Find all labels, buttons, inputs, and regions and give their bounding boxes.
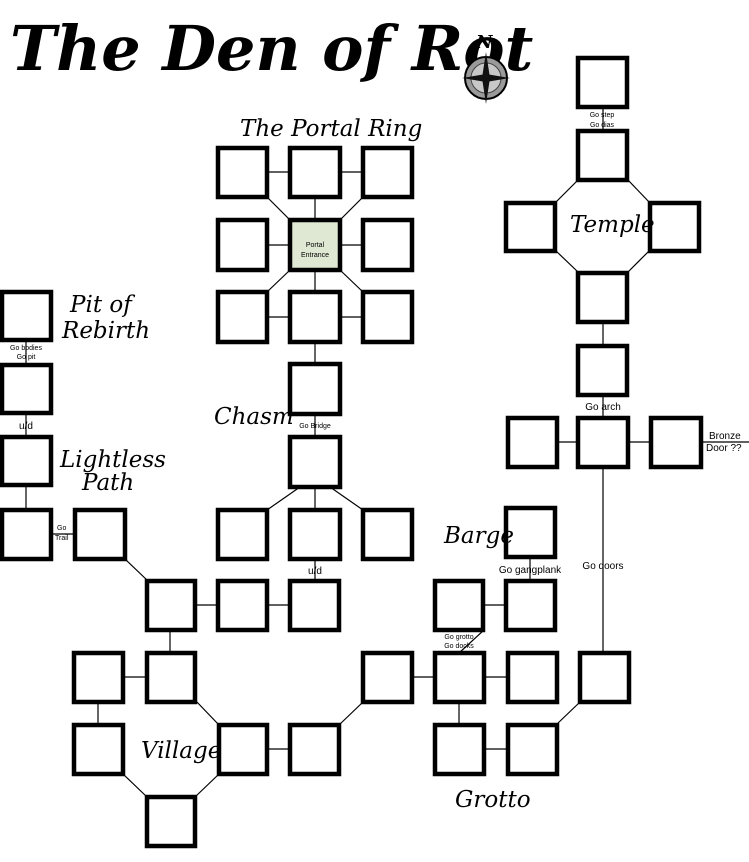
room: [215, 217, 270, 273]
exit-go-step: Go step: [590, 112, 615, 119]
area-label-village: Village: [141, 738, 221, 764]
room: [215, 289, 270, 345]
room: [647, 200, 702, 254]
room: [215, 507, 270, 562]
area-label-grotto: Grotto: [455, 787, 531, 813]
compass-north-label: N: [475, 32, 494, 53]
exit-go-trail-line1: Go: [57, 525, 66, 532]
room: [575, 128, 630, 183]
room: [287, 722, 342, 777]
room: [577, 650, 632, 705]
exit-go-docks: Go docks: [444, 643, 474, 650]
room: [0, 434, 54, 488]
room: [144, 794, 198, 849]
area-label-barge: Barge: [443, 523, 514, 549]
room: [215, 578, 270, 633]
room: [575, 415, 631, 470]
connections: [25, 108, 749, 798]
compass-rose-icon: N: [462, 32, 510, 104]
room: [0, 507, 54, 562]
room: [505, 722, 560, 777]
room: [575, 55, 630, 110]
exit-bronze-door-line1: Bronze: [709, 431, 741, 442]
room: [71, 650, 126, 705]
room: [216, 722, 270, 777]
room: [287, 578, 342, 633]
exit-bronze-door-line2: Door ??: [706, 443, 742, 454]
exit-go-grotto: Go grotto: [444, 634, 473, 641]
room: [287, 289, 343, 345]
room: [648, 415, 704, 470]
exit-ud-pit: u/d: [19, 421, 33, 432]
map-title: The Den of Rot: [10, 12, 534, 85]
area-label-lightless-line1: Lightless: [59, 447, 166, 473]
room: [215, 145, 270, 200]
exit-go-dias: Go dias: [590, 122, 615, 129]
room: [505, 415, 560, 470]
room: [360, 289, 415, 345]
room: [144, 650, 198, 705]
room: [287, 145, 343, 200]
room: [287, 361, 343, 417]
exit-go-doors: Go doors: [582, 561, 623, 572]
portal-entrance-room: [287, 217, 343, 273]
portal-entrance-label-line1: Portal: [306, 242, 325, 249]
room: [503, 505, 558, 560]
rooms: [0, 55, 704, 849]
exit-go-bridge: Go Bridge: [299, 423, 331, 430]
room: [503, 200, 558, 254]
room: [0, 289, 54, 343]
room: [360, 507, 415, 562]
room: [0, 362, 54, 416]
exit-go-trail-line2: Trail: [55, 535, 69, 542]
exit-go-pit: Go pit: [17, 354, 36, 361]
room: [432, 578, 486, 633]
area-label-pit-line2: Rebirth: [61, 318, 150, 344]
room: [144, 578, 198, 633]
room: [287, 434, 343, 490]
exit-ud-chasm: u/d: [308, 566, 322, 577]
room: [72, 507, 128, 562]
room: [503, 578, 558, 633]
room: [71, 722, 126, 777]
room: [360, 650, 415, 705]
room: [505, 650, 560, 705]
exit-go-arch: Go arch: [585, 402, 621, 413]
room: [432, 650, 487, 705]
exit-go-bodies: Go bodies: [10, 345, 42, 352]
exit-go-gangplank: Go gangplank: [499, 565, 562, 576]
area-label-pit-line1: Pit of: [69, 292, 135, 318]
area-label-lightless-line2: Path: [81, 470, 134, 496]
room: [575, 343, 630, 398]
area-label-temple: Temple: [570, 212, 655, 238]
room: [432, 722, 487, 777]
area-label-portal-ring: The Portal Ring: [240, 116, 422, 142]
area-label-chasm: Chasm: [214, 404, 294, 430]
room: [287, 507, 343, 562]
room: [360, 217, 415, 273]
room: [575, 270, 630, 325]
room: [360, 145, 415, 200]
portal-entrance-label-line2: Entrance: [301, 252, 329, 259]
